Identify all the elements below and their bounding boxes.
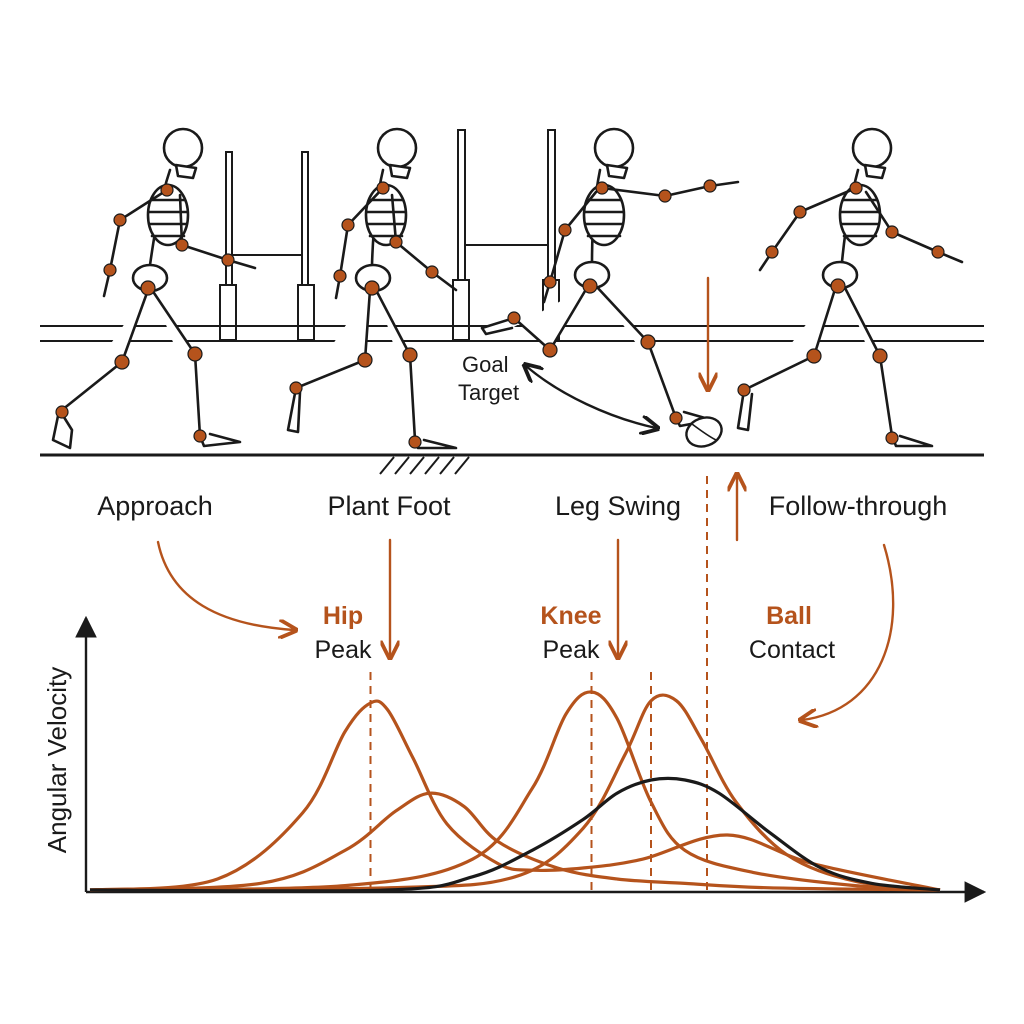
- ball-title: Ball: [766, 602, 812, 630]
- series-line-2: [89, 791, 941, 892]
- y-axis-label: Angular Velocity: [42, 667, 72, 853]
- phase-label-follow: Follow-through: [769, 491, 948, 521]
- angular-velocity-chart: Angular Velocity: [42, 615, 987, 903]
- series-line-3: [89, 690, 941, 892]
- skeleton-swing: [480, 127, 740, 428]
- hip-title: Hip: [323, 602, 363, 630]
- knee-title: Knee: [540, 602, 601, 630]
- skeleton-follow: [736, 127, 964, 448]
- ball-label: Contact: [749, 636, 835, 664]
- skeleton-plant: [286, 127, 458, 450]
- ground-hatching: [379, 456, 470, 475]
- hip-label: Peak: [315, 636, 372, 664]
- skeleton-approach: [51, 127, 257, 450]
- series-line-1: [89, 699, 941, 892]
- phase-label-approach: Approach: [97, 491, 213, 521]
- knee-label: Peak: [543, 636, 600, 664]
- phase-label-plant: Plant Foot: [327, 491, 451, 521]
- series-line-5: [89, 776, 941, 893]
- rugby-ball: [685, 416, 723, 448]
- follow-arrow: [802, 543, 895, 720]
- goal-label-line2: Target: [458, 380, 519, 405]
- approach-arrow: [156, 540, 294, 630]
- series-line-4: [89, 693, 941, 892]
- goal-label-line1: Goal: [462, 352, 508, 377]
- phase-label-swing: Leg Swing: [555, 491, 681, 521]
- goal-target-arrow: [526, 366, 656, 428]
